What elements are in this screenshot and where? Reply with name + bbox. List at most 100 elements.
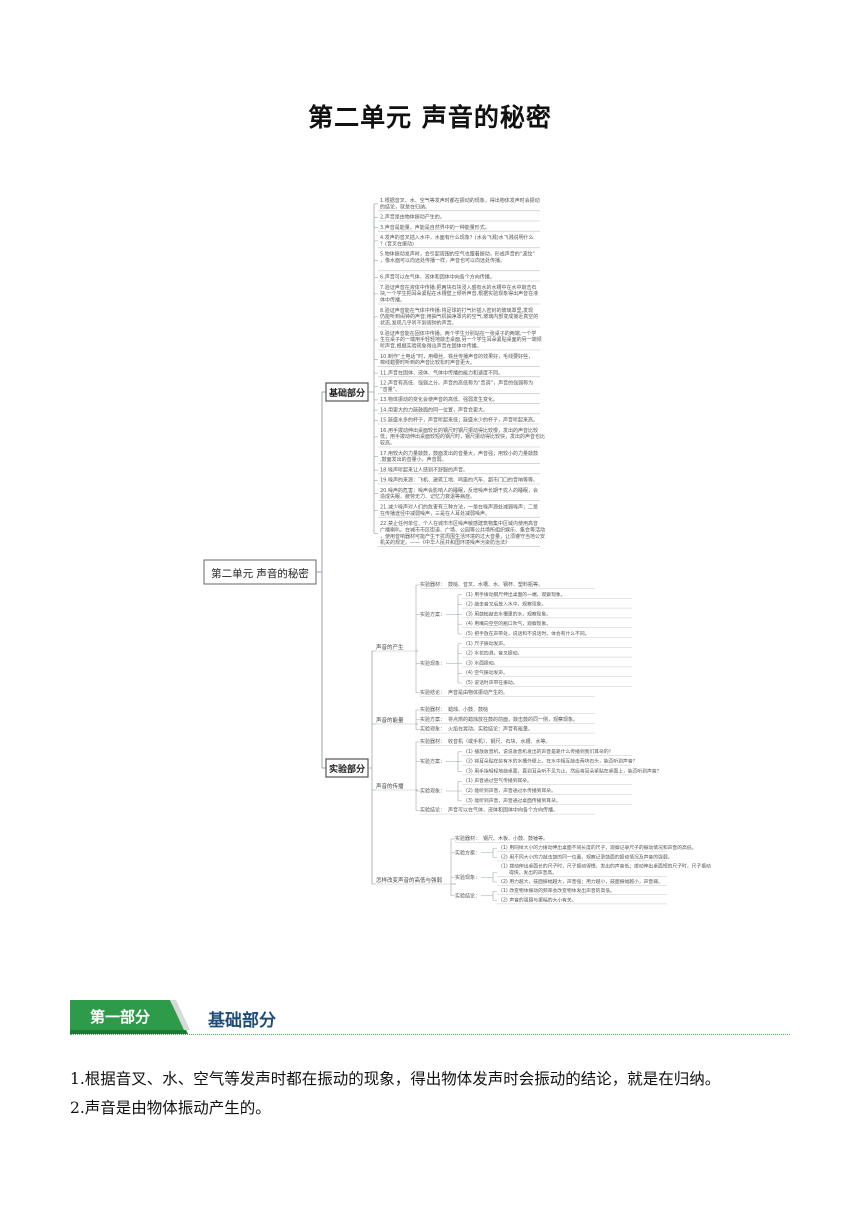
experiment-group-label: 声音的传播 [376, 782, 404, 790]
basic-item-text: 12.声音有高低、强弱之分。声音的高低称为“音调”，声音的强弱称为 [380, 380, 533, 387]
experiment-row-key: 实验现象： [420, 660, 445, 667]
basic-item-text: 15.敲盛水多的杯子，声音听起来低；敲盛水少的杯子，声音听起来高。 [380, 417, 538, 424]
root-node-box [203, 559, 317, 585]
experiment-row-text: 蜡烛、小鼓、鼓槌 [448, 706, 488, 713]
basic-item-text: 19.噪声的来源：飞机、建筑工地、鸣笛的汽车、超市门口的音响等等。 [380, 477, 538, 484]
experiment-sub-text: (1) 改变物体振动的频率会改变物体发出声音的高低。 [501, 887, 615, 894]
experiment-row-text: 收音机（或手机）、钢尺、石块、水槽、水等。 [448, 738, 551, 745]
basic-item-text: 2.声音是由物体振动产生的。 [380, 214, 445, 221]
basic-item-text: 20.噪声的危害：噪声会影响人的睡眠，反增噪声长期干扰人的睡眠，会 [380, 487, 538, 494]
experiment-sub-text: (2) 将耳朵贴在装有水的水槽外壁上，在水中相互敲击两块石头，能否听到声音？ [466, 758, 637, 765]
basic-node-label: 基础部分 [328, 387, 365, 399]
basic-item-text: 棉线蜡要时听到的声音比较松时声音更大。 [380, 359, 475, 366]
section-divider [70, 1034, 790, 1035]
basic-item-text: 仍能听到闹钟的声音;用抽气机抽净罩内的空气,玻璃内部变成接近真空的 [380, 313, 538, 320]
experiment-sub-text: (3) 用手指轻轻地敲桌面，直到耳朵听不见为止，然后将耳朵紧贴在桌面上，能否听到… [466, 767, 661, 774]
basic-item-text: 16.用手拨动伸出桌面较长的钢尺时钢尺振动得比较慢，发出的声音比较 [380, 427, 538, 434]
experiment-sub-text: (2) 用不同大小的力敲击鼓的同一位置，观察记录鼓面的振动情况及声音的强弱。 [501, 853, 672, 860]
experiment-sub-text: (1) 尺子振动发声。 [466, 640, 508, 647]
experiment-row-key: 实验方案： [420, 758, 445, 765]
mindmap: 第二单元 声音的秘密 基础部分 1.根据音叉、水、空气等发声时都在振动的现象，得出物… [203, 197, 711, 905]
section-tab [70, 1000, 190, 1034]
basic-item-text: 较高。 [380, 440, 395, 447]
experiment-row-text: 火焰在晃动。实验结论：声音有能量。 [448, 726, 533, 733]
experiment-sub-text: (1) 用同样大小的力拨动伸出桌面不同长度的尺子，观察记录尺子的振动情况和声音的… [501, 844, 696, 851]
experiment-sub-text: (4) 用嘴向空空的瓶口吹气，观察现象。 [466, 620, 551, 627]
experiment-sub-text: 得快，发出的声音高。 [509, 869, 557, 876]
section-tab-label: 第一部分 [90, 1008, 151, 1026]
basic-item-text: 17.用较大的力量敲鼓，鼓面发出的音量大，声音强；用较小的力量敲鼓 [380, 450, 538, 457]
basic-item-text: 13.物体振动的变化会使声音的高低、强弱发生变化。 [380, 396, 498, 403]
experiment-sub-text: (3) 水面振动。 [466, 659, 498, 666]
experiment-row-key: 实验方案： [420, 716, 445, 723]
experiment-sub-text: (5) 说话时声带在振动。 [466, 679, 518, 686]
branch-line-basic [321, 391, 326, 572]
experiment-sub-text: (1) 声音通过空气传播到耳朵。 [466, 777, 532, 784]
experiment-row-key: 实验器材： [420, 706, 445, 713]
experiment-sub-text: (1) 用手拨动钢尺伸出桌面的一端，观察现象。 [466, 591, 565, 598]
experiment-row-text: 声音是由物体振动产生的。 [448, 689, 508, 696]
experiment-group-label: 声音的产生 [376, 643, 404, 651]
section-heading: 基础部分 [208, 1011, 276, 1031]
experiment-row-key: 实验结论： [455, 892, 480, 899]
experiment-node-label: 实验部分 [329, 763, 365, 775]
branch-line-experiment [321, 572, 326, 769]
experiment-group-label: 怎样改变声音的高低与强弱 [376, 876, 443, 884]
experiment-row-text: 钢尺、木板、小鼓、鼓锤等。 [483, 835, 548, 842]
basic-item-text: ，使用音响器材可能产生干扰周围生活环境的过大音量，让须遵守当地公安 [380, 533, 545, 540]
basic-item-text: 在传播途径中减弱噪声，三是在人耳处减弱噪声。 [380, 510, 490, 517]
basic-item-text: ,鼓面发出的音量小，声音弱。 [380, 456, 447, 463]
experiment-sub-text: (2) 用力越大，鼓面振幅越大，声音强；用力越小，鼓面振幅越小，声音弱。 [501, 878, 663, 885]
basic-item-text: 7.验证声音在液体中传播:把两块石块浸入盛有水的水槽中在水中敲击石 [380, 284, 536, 291]
experiment-row-key: 实验现象： [420, 726, 445, 733]
basic-item-text: 低；用手拨动伸出桌面较短的钢尺时，钢尺振动得比较快，发出的声音也比 [380, 433, 545, 440]
basic-item-text: 22.禁止任何单位、个人在城市市区噪声敏感建筑物集中区域内使用高音 [380, 520, 538, 527]
experiment-row-key: 实验方案： [420, 611, 445, 618]
section-banner: 第一部分 基础部分 [70, 1000, 790, 1040]
experiment-row-key: 实验器材： [420, 581, 445, 588]
basic-item-text: 机关的规定。——《中华人民共和国环境噪声污染防治法》 [380, 539, 510, 546]
root-node-label: 第二单元 声音的秘密 [211, 567, 309, 580]
experiment-group-label: 声音的能量 [376, 716, 404, 724]
basic-item-text: 生在桌子的一端用手轻轻地敲击桌面,另一个学生耳朵紧贴桌面的另一端倾 [380, 336, 542, 343]
experiment-row-text: 将点燃的蜡烛放在鼓的前面，敲击鼓的同一侧，观察现象。 [448, 716, 578, 723]
basic-item-text: 听声音,根据实验现象得出声音在固体中传播。 [380, 343, 482, 350]
basic-item-text: 11.声音在固体、液体、气体中传播的能力和速度不同。 [380, 369, 503, 376]
experiment-row-key: 实验器材： [455, 835, 480, 842]
basic-item-text: 10.制作“土电话”时，用细丝、铁丝传播声音的效果好，毛线要好些， [380, 353, 533, 360]
basic-item-text: 4.发声的音叉插入水中，水面有什么现象？(水会飞溅)水飞溅说明什么 [380, 234, 534, 241]
experiment-sub-text: (1) 播放收音机，说说收音机发出的声音是靠什么传播到我们耳朵的？ [466, 748, 613, 755]
experiment-sub-text: (2) 敲击音叉后放入水中，观察现象。 [466, 601, 546, 608]
basic-item-text: 1.根据音叉、水、空气等发声时都在振动的现象，得出物体发声时会振动 [380, 197, 540, 204]
basic-item-text: 体中传播。 [380, 297, 405, 304]
experiment-sub-text: (3) 能听到声音，声音通过桌面传播到耳朵。 [466, 797, 561, 804]
experiment-sub-text: (3) 用鼓槌敲击水槽里的水，观察现象。 [466, 610, 551, 617]
basic-item-text: ？(音叉在振动) [380, 240, 414, 247]
experiment-row-key: 实验器材： [420, 738, 445, 745]
basic-item-text: 块,一个学生把耳朵紧贴在水槽壁上倾听声音,根据实验现象得出声音在液 [380, 290, 538, 297]
experiment-row-text: 声音可以在气体、液体和固体中向各个方向传播。 [448, 807, 558, 814]
experiment-sub-text: (2) 声音的强弱与振幅的大小有关。 [501, 896, 576, 903]
basic-item-text: 广播喇叭。在城市市区街道、广场、公园等公共场所组织娱乐、集会等活动 [380, 526, 545, 533]
experiment-row-key: 实验现象： [420, 788, 445, 795]
body-paragraph-2: 2.声音是由物体振动产生的。 [70, 1099, 271, 1117]
basic-item-text: 8.验证声音能在气体中传播:将足球的打气针插入密封的玻璃罩里,发现 [380, 307, 533, 314]
basic-item-text: 3.声音是能量，声能是自然界中的一种能量形式。 [380, 224, 490, 231]
experiment-row-key: 实验方案： [455, 849, 480, 856]
experiment-row-key: 实验现象： [455, 874, 480, 881]
experiment-sub-text: (2) 水花四溅，音叉振动。 [466, 650, 522, 657]
experiment-sub-text: (5) 把手放在声带处，说话和不说话时，体会有什么不同。 [466, 630, 589, 637]
basic-item-text: 5.物体振动发声时，会引起周围的空气也跟着振动，形成声音的“波纹” [380, 251, 535, 258]
basic-item-text: 的结论，就是在归纳。 [380, 203, 430, 210]
basic-item-text: 造成失眠、疲劳无力、记忆力衰退等病症。 [380, 493, 475, 500]
page-title: 第二单元 声音的秘密 [308, 103, 552, 132]
basic-item-text: 9.验证声音能在固体中传播。两个学生分别站在一张桌子的两端,一个学 [380, 330, 536, 337]
experiment-row-text: 鼓槌、音叉、水槽、水、钢杯、塑料瓶等。 [448, 581, 543, 588]
experiment-row-key: 实验结论： [420, 689, 445, 696]
basic-item-text: 14.用更大的力敲鼓面的同一位置，声音会更大。 [380, 406, 488, 413]
basic-item-text: 状态,发现几乎听不到闹钟的声音。 [380, 320, 457, 327]
basic-item-text: ，像水面可以向远处传播一样，声音也可以向远处传播。 [380, 257, 505, 264]
experiment-sub-text: (4) 空气振动发声。 [466, 669, 508, 676]
basic-item-text: 18.噪声听起来让人感到不舒服的声音。 [380, 466, 468, 473]
basic-item-text: 21.减少噪声对人们的危害有三种方法，一是在噪声源处减弱噪声；二是 [380, 503, 538, 510]
